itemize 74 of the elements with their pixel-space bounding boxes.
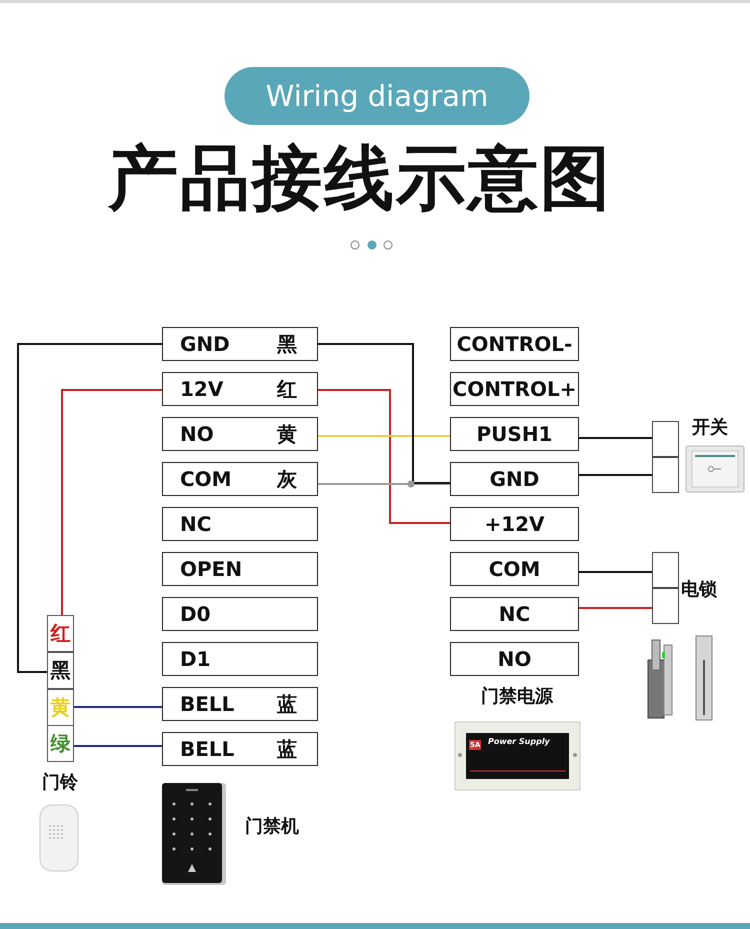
terminal-box: [162, 732, 318, 766]
terminal-label: NC: [180, 512, 212, 536]
wire: [17, 343, 162, 673]
terminal-box: [450, 642, 579, 676]
wire-color-label: 红: [50, 620, 70, 647]
title: 产品接线示意图: [108, 136, 612, 221]
heading-pill: Wiring diagram: [224, 67, 530, 125]
terminal-label: COM: [180, 467, 232, 491]
device-label: 开关: [692, 416, 728, 439]
terminal-box: [162, 327, 318, 361]
device-text: Power Supply: [488, 737, 550, 746]
wire: [74, 745, 162, 747]
wire-color-label: 黄: [277, 420, 297, 448]
terminal-label: CONTROL+: [452, 377, 576, 401]
terminal-box: [162, 417, 318, 451]
terminal-box: [652, 552, 679, 588]
terminal-label: BELL: [180, 692, 234, 716]
terminal-box: [450, 327, 579, 361]
terminal-label: NO: [180, 422, 214, 446]
terminal-label: GND: [180, 332, 230, 356]
device-label: 门铃: [42, 771, 78, 794]
terminal-box: [450, 597, 579, 631]
wire-color-label: 蓝: [277, 690, 297, 718]
terminal-box: [450, 507, 579, 541]
terminal-label: BELL: [180, 737, 234, 761]
terminal-box: [450, 417, 579, 451]
wire-color-label: 蓝: [277, 736, 297, 762]
terminal-label: OPEN: [180, 557, 242, 581]
terminal-box: [162, 462, 318, 496]
terminal-box: [450, 552, 579, 586]
device-label: 门禁机: [245, 815, 299, 838]
wire-terminal: [47, 689, 74, 726]
wire-color-label: 黑: [50, 657, 70, 684]
device-label: 门禁电源: [481, 685, 553, 708]
wire: [318, 343, 450, 484]
wire-color-label: 灰: [277, 466, 297, 492]
wire-color-label: 绿: [50, 730, 70, 757]
wire: [318, 389, 450, 524]
terminal-box: [652, 457, 679, 493]
wire: [61, 389, 162, 615]
terminal-box: [652, 588, 679, 624]
wire-color-label: 红: [277, 376, 297, 402]
terminal-box: [450, 372, 579, 406]
terminal-label: D1: [180, 647, 211, 671]
wire: [579, 607, 652, 609]
terminal-box: [162, 507, 318, 541]
wire: [579, 437, 652, 439]
device-label: 电锁: [681, 578, 717, 601]
terminal-label: CONTROL-: [456, 332, 572, 356]
terminal-label: NO: [498, 647, 532, 671]
terminal-box: [162, 642, 318, 676]
wire-color-label: 黄: [50, 694, 70, 721]
terminal-box: [450, 462, 579, 496]
wire: [579, 474, 652, 476]
terminal-box: [652, 421, 679, 457]
terminal-label: 12V: [180, 377, 224, 401]
wire: [318, 483, 450, 485]
terminal-label: NC: [498, 602, 530, 626]
terminal-label: D0: [180, 602, 211, 626]
wire-terminal: [47, 615, 74, 652]
wire: [74, 706, 162, 708]
terminal-box: [162, 372, 318, 406]
terminal-box: [162, 687, 318, 721]
terminal-label: PUSH1: [476, 422, 552, 446]
wire-terminal: [47, 652, 74, 689]
wire: [318, 435, 450, 437]
terminal-label: GND: [490, 467, 540, 491]
wire: [579, 571, 652, 573]
wire-terminal: [47, 725, 74, 762]
terminal-label: +12V: [484, 512, 545, 536]
terminal-box: [162, 552, 318, 586]
wire-color-label: 黑: [277, 330, 297, 358]
terminal-label: COM: [488, 557, 540, 581]
terminal-box: [162, 597, 318, 631]
